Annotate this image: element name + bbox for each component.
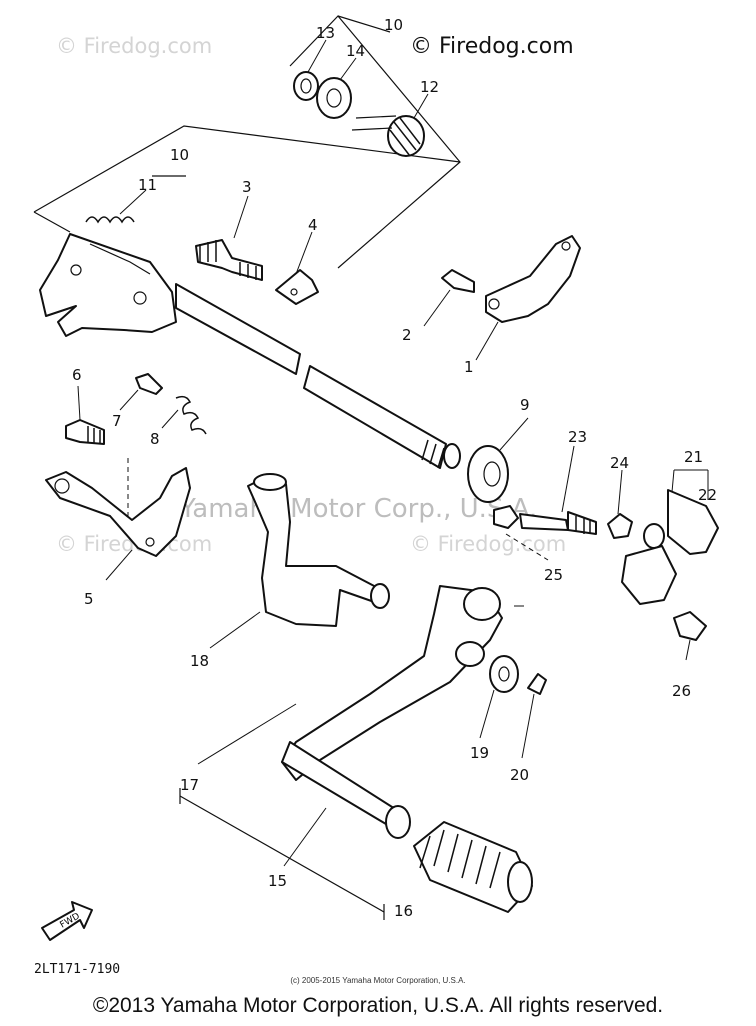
watermark-middle-right: © Firedog.com xyxy=(410,532,567,556)
part-2-bolt xyxy=(441,269,475,293)
shift-shaft xyxy=(175,283,461,469)
part-18-lever xyxy=(247,473,390,627)
label-9: 9 xyxy=(520,396,530,414)
label-20: 20 xyxy=(510,766,529,784)
label-19: 19 xyxy=(470,744,489,762)
part-7-screw xyxy=(135,373,163,395)
label-16: 16 xyxy=(394,902,413,920)
label-17: 17 xyxy=(180,776,199,794)
subassembly-15-16-bracket xyxy=(179,788,385,920)
part-labels: 10 13 14 12 10 11 3 4 2 1 6 7 8 9 23 24 … xyxy=(72,16,717,920)
label-18: 18 xyxy=(190,652,209,670)
label-21: 21 xyxy=(684,448,703,466)
watermark-top-left: © Firedog.com xyxy=(56,34,213,58)
label-10-left: 10 xyxy=(170,146,189,164)
part-6-bolt xyxy=(65,419,105,445)
part-16-footpeg-rubber xyxy=(413,821,533,913)
label-12: 12 xyxy=(420,78,439,96)
label-22: 22 xyxy=(698,486,717,504)
label-25: 25 xyxy=(544,566,563,584)
part-8-spring xyxy=(175,395,207,435)
label-11: 11 xyxy=(138,176,157,194)
part-5-arm xyxy=(45,458,191,557)
label-10-top: 10 xyxy=(384,16,403,34)
subassembly-10-left-outline xyxy=(33,125,461,233)
label-7: 7 xyxy=(112,412,122,430)
part-22-joint xyxy=(621,545,677,605)
part-12-torsion-spring xyxy=(351,115,425,157)
label-2: 2 xyxy=(402,326,412,344)
watermark-top-right: © Firedog.com xyxy=(410,34,574,59)
label-4: 4 xyxy=(308,216,318,234)
label-3: 3 xyxy=(242,178,252,196)
part-25-nut xyxy=(493,505,519,529)
part-1-arm xyxy=(485,235,581,323)
part-17-shift-pedal xyxy=(281,585,503,839)
part-26-bolt xyxy=(673,611,707,641)
copyright-notice: ©2013 Yamaha Motor Corporation, U.S.A. A… xyxy=(92,994,664,1017)
label-26: 26 xyxy=(672,682,691,700)
label-8: 8 xyxy=(150,430,160,448)
label-6: 6 xyxy=(72,366,82,384)
label-14: 14 xyxy=(346,42,365,60)
part-24-nut xyxy=(607,513,633,539)
label-13: 13 xyxy=(316,24,335,42)
part-23-rod-end xyxy=(519,511,597,535)
diagram-code: 2LT171-7190 xyxy=(34,962,121,977)
label-5: 5 xyxy=(84,590,94,608)
fwd-arrow-icon: FWD xyxy=(41,901,93,941)
part-9-oil-seal xyxy=(467,445,509,503)
part-14-washer xyxy=(316,77,352,119)
label-1: 1 xyxy=(464,358,474,376)
leader-lines xyxy=(77,39,709,867)
small-copyright: (c) 2005-2015 Yamaha Motor Corporation, … xyxy=(290,976,466,985)
part-3-stud-bolt xyxy=(195,239,263,281)
label-24: 24 xyxy=(610,454,629,472)
leader-25 xyxy=(505,533,549,561)
part-10-shift-arm xyxy=(39,233,177,337)
part-19-washer xyxy=(489,655,519,693)
subassembly-10-top-outline xyxy=(289,15,461,269)
part-4-plate xyxy=(275,269,319,305)
label-23: 23 xyxy=(568,428,587,446)
part-13-circlip xyxy=(293,71,319,101)
part-21-joint xyxy=(643,489,719,555)
part-11-spring xyxy=(85,216,135,224)
label-15: 15 xyxy=(268,872,287,890)
part-20-clip xyxy=(527,673,547,695)
